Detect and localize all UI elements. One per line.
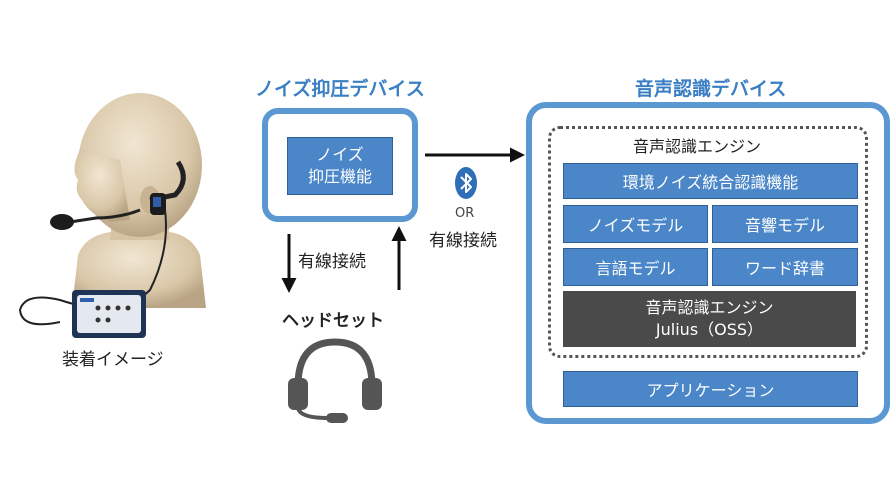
bluetooth-icon (455, 167, 477, 199)
word-dictionary-box: ワード辞書 (712, 248, 858, 286)
application-box: アプリケーション (563, 371, 858, 407)
acoustic-model-box: 音響モデル (712, 205, 858, 243)
noise-device-title: ノイズ抑圧デバイス (255, 78, 425, 100)
noise-device-frame (262, 108, 418, 222)
headset-label: ヘッドセット (282, 311, 384, 331)
engine-dotted-frame (548, 126, 868, 358)
caption-wearing-image: 装着イメージ (62, 350, 164, 370)
noise-model-box: ノイズモデル (563, 205, 708, 243)
noise-suppression-line2: 抑圧機能 (307, 167, 372, 186)
noise-suppression-box: ノイズ 抑圧機能 (287, 137, 393, 195)
language-model-box: 言語モデル (563, 248, 708, 286)
or-label: OR (455, 206, 475, 221)
headset-icon (288, 338, 382, 423)
recognition-device-title: 音声認識デバイス (635, 78, 787, 100)
julius-engine-box: 音声認識エンジン Julius（OSS） (563, 291, 856, 347)
wired-connection-horizontal: 有線接続 (429, 231, 497, 251)
julius-engine-line1: 音声認識エンジン (645, 298, 774, 317)
wired-connection-vertical: 有線接続 (298, 252, 366, 272)
recognition-device-frame (526, 102, 890, 424)
engine-label: 音声認識エンジン (633, 137, 762, 156)
mannequin-illustration (18, 93, 206, 338)
env-noise-box: 環境ノイズ統合認識機能 (563, 163, 858, 199)
noise-suppression-line1: ノイズ (316, 145, 364, 164)
julius-engine-line2: Julius（OSS） (655, 320, 764, 339)
